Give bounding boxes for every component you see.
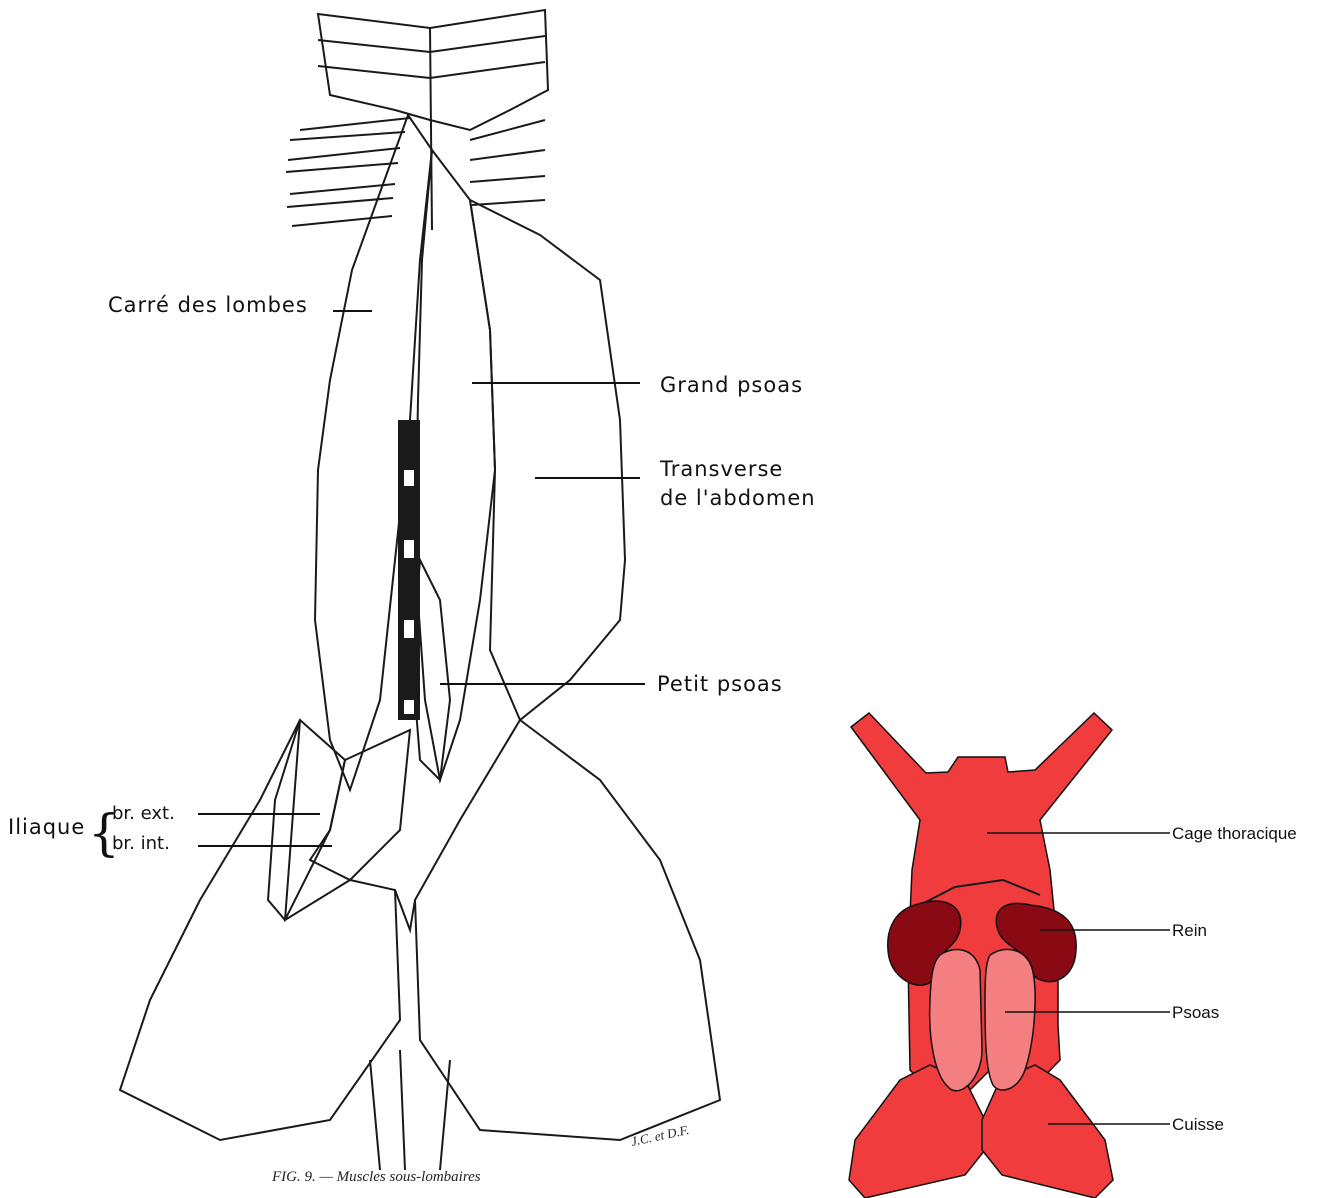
grand-psoas-muscle <box>415 150 495 780</box>
ribs <box>286 118 545 226</box>
label-psoas: Psoas <box>1172 1003 1219 1022</box>
label-transverse-line2: de l'abdomen <box>660 486 816 510</box>
schematic-diagram: Cage thoracique Rein Psoas Cuisse <box>849 713 1297 1198</box>
figure-caption: FIG. 9. — Muscles sous-lombaires <box>271 1169 481 1185</box>
label-transverse-line1: Transverse <box>659 457 783 481</box>
vertebrae-gap <box>398 420 420 720</box>
label-rein: Rein <box>1172 921 1207 940</box>
label-cage-thoracique: Cage thoracique <box>1172 824 1297 843</box>
anatomical-illustration: Carré des lombes Grand psoas Transverse … <box>8 10 816 1185</box>
left-thigh <box>120 720 400 1140</box>
label-grand-psoas: Grand psoas <box>660 373 803 397</box>
label-br-ext: br. ext. <box>112 803 175 824</box>
label-petit-psoas: Petit psoas <box>657 672 783 696</box>
left-psoas <box>930 950 982 1091</box>
label-iliaque: Iliaque <box>8 815 85 839</box>
label-carre-des-lombes: Carré des lombes <box>108 293 308 317</box>
transverse-abdomen-muscle <box>470 200 625 720</box>
right-thigh <box>415 720 720 1140</box>
vertebral-column <box>318 10 548 230</box>
signature: J.C. et D.F. <box>630 1122 691 1149</box>
label-cuisse: Cuisse <box>1172 1115 1224 1134</box>
label-br-int: br. int. <box>112 833 170 854</box>
iliaque-br-int <box>310 730 410 880</box>
